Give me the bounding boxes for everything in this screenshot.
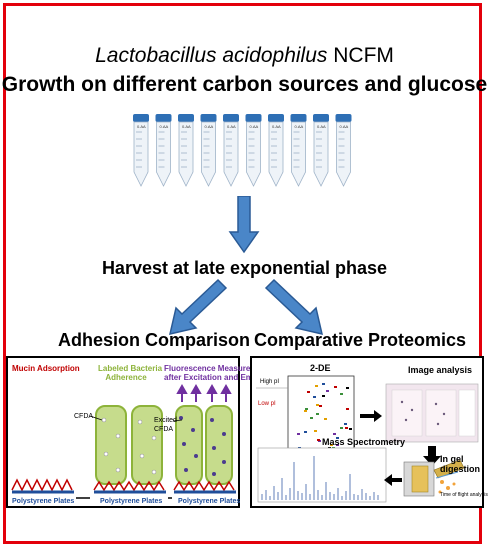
- svg-text:0.AA: 0.AA: [272, 124, 281, 129]
- gel-spot: [315, 385, 318, 387]
- gel-spot: [344, 423, 347, 425]
- svg-text:0.AA: 0.AA: [160, 124, 169, 129]
- mucin-label: Mucin Adsorption: [12, 364, 80, 373]
- gel-spot: [336, 437, 339, 439]
- svg-text:0.AA: 0.AA: [340, 124, 349, 129]
- svg-text:0.AA: 0.AA: [227, 124, 236, 129]
- gel-spot: [345, 427, 348, 429]
- two-de-label: 2-DE: [310, 363, 331, 373]
- svg-text:0.AA: 0.AA: [182, 124, 191, 129]
- harvest-label: Harvest at late exponential phase: [101, 258, 388, 278]
- gel-spot: [322, 395, 325, 397]
- svg-text:0.AA: 0.AA: [137, 124, 146, 129]
- centrifuge-tube: 0.AA: [335, 114, 352, 187]
- plate-label-3: Polystyrene Plates: [178, 498, 241, 505]
- cfda-label: CFDA: [74, 413, 94, 420]
- gel-spot: [326, 390, 329, 392]
- mass-spectrometry-label: Mass Spectrometry: [322, 437, 406, 447]
- gel-spot: [316, 404, 319, 406]
- gel-spot: [349, 428, 352, 430]
- gel-spot: [317, 439, 320, 441]
- low-pi-label: Low pI: [258, 401, 276, 407]
- centrifuge-tube: 0.AA: [133, 114, 149, 187]
- centrifuge-tube: 0.AA: [245, 114, 262, 187]
- plate-label-2: Polystyrene Plates: [100, 498, 163, 505]
- proteomics-illustration: [256, 375, 479, 503]
- gel-spot: [330, 444, 333, 446]
- adhesion-illustration: [11, 383, 236, 499]
- gel-spot: [316, 413, 319, 415]
- right-diagonal-arrow: [264, 278, 324, 336]
- proteomics-panel: High pI Low pI 2-DE Image analysis In ge…: [250, 356, 488, 508]
- figure-title-line2: Growth on different carbon sources and g…: [1, 73, 488, 96]
- down-arrow: [228, 196, 260, 254]
- gel-spot: [307, 391, 310, 393]
- gel-spot: [340, 427, 343, 429]
- figure-title-line1: Lactobacillus acidophilus NCFM: [0, 44, 489, 68]
- proteomics-heading: Comparative Proteomics: [254, 330, 467, 350]
- tof-label: Time of flight analysis: [440, 492, 488, 498]
- centrifuge-tube: 0.AA: [178, 114, 194, 187]
- figure-border: [3, 3, 482, 544]
- svg-text:0.AA: 0.AA: [317, 124, 326, 129]
- gel-spot: [334, 386, 337, 388]
- svg-text:0.AA: 0.AA: [250, 124, 259, 129]
- gel-spot: [319, 405, 322, 407]
- left-diagonal-arrow: [168, 278, 228, 336]
- centrifuge-tube: 0.AA: [313, 114, 329, 187]
- plate-label-1: Polystyrene Plates: [12, 498, 75, 505]
- gel-spot: [304, 431, 307, 433]
- gel-spot: [310, 417, 313, 419]
- centrifuge-tube: 0.AA: [155, 114, 172, 187]
- gel-spot: [333, 433, 336, 435]
- svg-text:0.AA: 0.AA: [205, 124, 214, 129]
- gel-spot: [346, 387, 349, 389]
- gel-spot: [313, 396, 316, 398]
- centrifuge-tube: 0.AA: [290, 114, 307, 187]
- centrifuge-tube: 0.AA: [200, 114, 217, 187]
- high-pi-label: High pI: [260, 379, 280, 385]
- strain-name: NCFM: [327, 44, 394, 67]
- gel-spot: [314, 430, 317, 432]
- gel-spot: [336, 444, 339, 446]
- gel-spot: [304, 410, 307, 412]
- centrifuge-tube: 0.AA: [223, 114, 239, 187]
- gel-spot: [340, 393, 343, 395]
- svg-text:0.AA: 0.AA: [295, 124, 304, 129]
- centrifuge-tube: 0.AA: [268, 114, 284, 187]
- gel-spot: [322, 383, 325, 385]
- species-name: Lactobacillus acidophilus: [95, 44, 328, 67]
- gel-spot: [305, 408, 308, 410]
- gel-spot: [297, 433, 300, 435]
- image-analysis-label: Image analysis: [408, 365, 473, 375]
- tube-row: 0.AA 0.AA 0.AA 0.AA 0.AA 0.AA 0.AA 0.AA 0.AA 0.AA: [133, 114, 352, 187]
- gel-spot: [324, 418, 327, 420]
- adhesion-heading: Adhesion Comparison: [58, 330, 251, 350]
- gel-spot: [346, 408, 349, 410]
